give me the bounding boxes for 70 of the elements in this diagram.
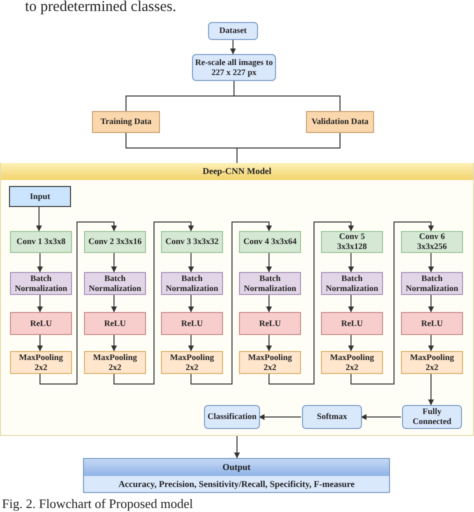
- layer-box: Batch Normalization: [161, 272, 223, 295]
- arrow: [360, 414, 402, 420]
- arrow: [188, 294, 194, 312]
- layer-box: Conv 4 3x3x64: [239, 231, 301, 253]
- arrow: [188, 252, 194, 272]
- arrow: [111, 252, 117, 272]
- arrow: [230, 40, 236, 54]
- arrow: [348, 334, 354, 352]
- metrics-text: Accuracy, Precision, Sensitivity/Recall, Specificity, F-measure: [117, 478, 356, 491]
- process-box: Dataset: [208, 22, 258, 40]
- arrow: [111, 294, 117, 312]
- layer-box: ReLU: [239, 312, 301, 335]
- arrow: [266, 294, 272, 312]
- layer-box: Batch Normalization: [321, 272, 383, 295]
- layer-box: MaxPooling 2x2: [401, 351, 463, 374]
- arrow: [350, 222, 434, 384]
- layer-box: ReLU: [84, 312, 146, 335]
- arrow: [428, 294, 434, 312]
- arrow: [428, 374, 434, 406]
- process-box: Training Data: [92, 111, 160, 133]
- layer-box: MaxPooling 2x2: [10, 351, 72, 374]
- layer-box: Conv 3 3x3x32: [161, 231, 223, 253]
- arrow: [266, 334, 272, 352]
- layer-box: ReLU: [321, 312, 383, 335]
- process-box: Re-scale all images to 227 x 227 px: [192, 54, 276, 81]
- layer-box: ReLU: [10, 312, 72, 335]
- arrow: [111, 334, 117, 352]
- panel-header: Deep-CNN Model: [1, 163, 473, 180]
- arrow: [190, 222, 272, 384]
- arrow: [428, 334, 434, 352]
- layer-box: MaxPooling 2x2: [84, 351, 146, 374]
- arrow: [234, 436, 240, 458]
- layer-box: Batch Normalization: [84, 272, 146, 295]
- layer-box: Conv 1 3x3x8: [10, 231, 72, 253]
- input-box: Input: [9, 186, 71, 207]
- arrow: [266, 252, 272, 272]
- layer-box: MaxPooling 2x2: [321, 351, 383, 374]
- layer-box: Batch Normalization: [401, 272, 463, 295]
- output-heading: Output: [84, 459, 389, 476]
- process-box: Validation Data: [306, 111, 374, 133]
- arrow: [348, 252, 354, 272]
- arrow: [37, 334, 43, 352]
- arrow: [36, 206, 42, 232]
- output-box: [83, 458, 390, 493]
- arrow: [37, 294, 43, 312]
- layer-box: Conv 2 3x3x16: [84, 231, 146, 253]
- layer-box: MaxPooling 2x2: [239, 351, 301, 374]
- arrow: [268, 222, 354, 384]
- layer-box: MaxPooling 2x2: [161, 351, 223, 374]
- arrow: [348, 294, 354, 312]
- arrow: [40, 222, 117, 384]
- process-box: Classification: [204, 405, 260, 429]
- figure-caption: Fig. 2. Flowchart of Proposed model: [2, 496, 194, 512]
- layer-box: Batch Normalization: [10, 272, 72, 295]
- process-box: Softmax: [302, 405, 362, 429]
- arrow: [114, 222, 194, 384]
- arrow: [188, 334, 194, 352]
- process-box: Fully Connected: [402, 405, 462, 429]
- arrow: [428, 252, 434, 272]
- connector-line: [236, 132, 340, 164]
- layer-box: ReLU: [161, 312, 223, 335]
- arrow: [258, 414, 302, 420]
- model-panel: [0, 163, 474, 436]
- layer-box: Conv 6 3x3x256: [401, 231, 463, 253]
- layer-box: Conv 5 3x3x128: [321, 231, 383, 253]
- connector-line: [234, 80, 340, 112]
- layer-box: ReLU: [401, 312, 463, 335]
- body-text: to predetermined classes.: [25, 0, 176, 14]
- layer-box: Batch Normalization: [239, 272, 301, 295]
- arrow: [37, 252, 43, 272]
